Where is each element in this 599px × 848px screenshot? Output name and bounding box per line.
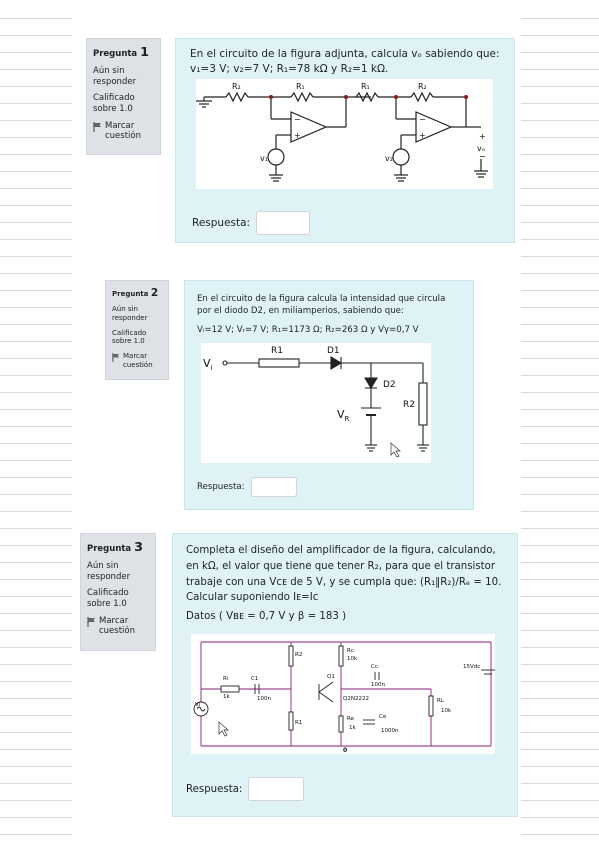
label-vi: Vi [203, 357, 213, 372]
label-r2b: R₂ [418, 82, 427, 91]
question-content-3: Completa el diseño del amplificador de l… [172, 533, 518, 817]
question-status: Aún sin responder [87, 561, 131, 582]
label-r2a: R₂ [232, 82, 241, 91]
mouse-cursor-icon [390, 442, 401, 458]
answer-label: Respuesta: [186, 783, 243, 795]
label-ri-value: 1k [223, 694, 230, 700]
label-vr: VR [337, 408, 350, 423]
question-text: En el circuito de la figura adjunta, cal… [190, 48, 500, 76]
label-v2: v₂ [385, 154, 393, 163]
label-minus-in-2: − [419, 115, 426, 124]
question-info-1: Pregunta 1 Aún sin responder Calificado … [86, 38, 161, 155]
label-vi: Vi [195, 702, 201, 708]
question-number: Pregunta 3 [87, 540, 144, 555]
flag-icon [112, 353, 120, 362]
mouse-cursor-icon [218, 721, 229, 737]
label-d2: D2 [383, 380, 396, 390]
flag-question-button[interactable]: Marcar cuestión [112, 352, 162, 370]
label-r1a: R₁ [296, 82, 305, 91]
circuit-diagram: Vi R1 D1 D2 VR R2 [203, 346, 429, 458]
label-r1: R1 [271, 346, 283, 356]
question-content-2: En el circuito de la figura calcula la i… [184, 280, 474, 510]
label-rl: RL [437, 698, 445, 704]
flag-question-button[interactable]: Marcar cuestión [93, 121, 154, 142]
answer-row: Respuesta: [197, 477, 297, 497]
label-re: Re [347, 716, 355, 722]
label-plus: + [479, 132, 486, 141]
label-q1: Q1 [327, 674, 335, 680]
label-rl-value: 10k [441, 708, 452, 714]
answer-label: Respuesta: [192, 217, 251, 229]
circuit-figure-2: Vi R1 D1 D2 VR R2 [201, 343, 431, 463]
flag-icon [93, 121, 101, 132]
label-plus-in-1: + [294, 131, 301, 140]
question-text: En el circuito de la figura calcula la i… [197, 294, 446, 317]
label-ri: Ri [223, 676, 229, 682]
circuit-diagram: R₂ R₁ R₁ R₂ v₁ v₂ + vₒ − − + − + [196, 82, 488, 182]
circuit-diagram: R2 Rc 10k Cc Q1 100n Ri C1 1k 100n Q2N22… [193, 641, 495, 754]
label-c1-value: 100n [257, 696, 271, 702]
label-minus-in-1: − [294, 115, 301, 124]
answer-input[interactable] [248, 777, 305, 801]
question-info-2: Pregunta 2 Aún sin responder Calificado … [105, 280, 169, 380]
flag-question-button[interactable]: Marcar cuestión [87, 616, 149, 637]
question-grade: Calificado sobre 1.0 [112, 328, 147, 346]
question-status: Aún sin responder [93, 66, 137, 87]
label-r2: R2 [403, 400, 415, 410]
label-15vdc: 15Vdc [463, 664, 480, 670]
label-v1: v₁ [260, 154, 268, 163]
label-minus: − [479, 152, 486, 161]
question-data: Datos ( Vʙᴇ = 0,7 V y β = 183 ) [186, 611, 347, 623]
label-rc: Rc [347, 648, 354, 654]
question-number: Pregunta 2 [112, 287, 159, 299]
label-ground: 0 [343, 747, 347, 754]
label-vo: vₒ [477, 144, 485, 153]
question-grade: Calificado sobre 1.0 [93, 93, 135, 114]
question-data: Vᵢ=12 V; Vᵣ=7 V; R₁=1173 Ω; R₂=263 Ω y V… [197, 324, 419, 335]
question-status: Aún sin responder [112, 305, 148, 322]
answer-input[interactable] [250, 477, 297, 497]
circuit-figure-3: R2 Rc 10k Cc Q1 100n Ri C1 1k 100n Q2N22… [191, 634, 495, 754]
question-number: Pregunta 1 [93, 45, 150, 60]
answer-input[interactable] [256, 211, 311, 235]
label-ce: Ce [379, 714, 387, 720]
label-r1b: R₁ [361, 82, 370, 91]
question-grade: Calificado sobre 1.0 [87, 588, 129, 609]
label-re-value: 1k [349, 725, 356, 731]
flag-icon [87, 616, 95, 627]
question-info-3: Pregunta 3 Aún sin responder Calificado … [80, 533, 156, 651]
label-plus-in-2: + [419, 131, 426, 140]
label-d1: D1 [327, 346, 340, 356]
label-rc-value: 10k [347, 656, 358, 662]
label-cc: Cc [371, 664, 378, 670]
label-ce-value: 1000n [381, 728, 399, 734]
label-q1-model: Q2N2222 [343, 696, 369, 702]
answer-label: Respuesta: [197, 482, 245, 492]
question-text: Completa el diseño del amplificador de l… [186, 545, 502, 604]
circuit-figure-1: R₂ R₁ R₁ R₂ v₁ v₂ + vₒ − − + − + [196, 79, 493, 189]
label-cc-value: 100n [371, 682, 385, 688]
question-content-1: En el circuito de la figura adjunta, cal… [175, 38, 515, 243]
label-r2: R2 [295, 652, 302, 658]
answer-row: Respuesta: [192, 211, 311, 235]
label-c1: C1 [251, 676, 258, 682]
label-r1: R1 [295, 720, 302, 726]
answer-row: Respuesta: [186, 777, 305, 801]
